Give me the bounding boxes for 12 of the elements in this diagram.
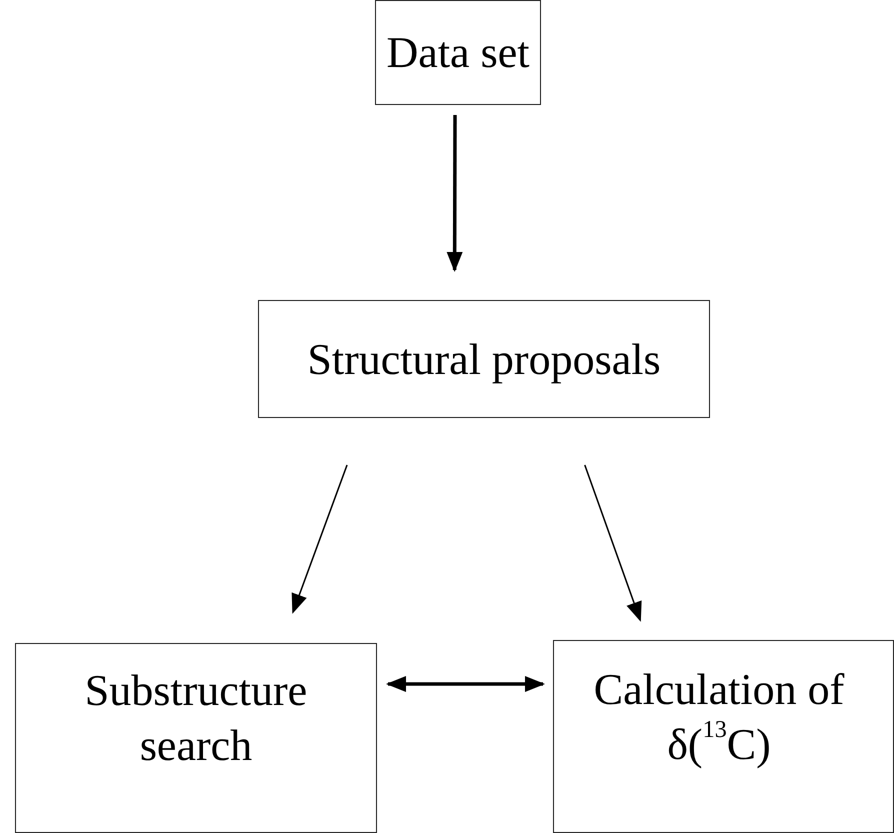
box-label: Structural proposals [307,334,661,386]
process-box [258,300,710,418]
process-box [375,0,541,105]
arrow [446,115,463,272]
process-box [15,643,377,833]
box-label: Calculation of δ($^{13}$C) [592,664,846,770]
process-box [553,640,894,833]
arrow [292,464,348,614]
box-label: Data set [386,27,530,79]
arrow [584,464,642,622]
box-label: Substructure search [84,665,308,772]
arrow [386,676,545,692]
